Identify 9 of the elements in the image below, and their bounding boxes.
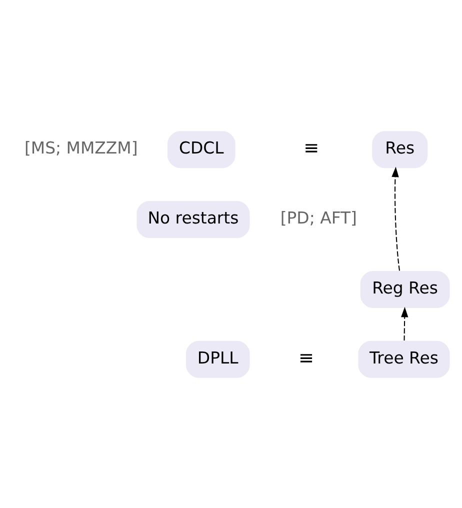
arrow [391,166,400,270]
node-box: Tree Res [358,340,450,378]
arrow [400,306,408,340]
label: ≡ [303,138,319,159]
node-label: [PD; AFT] [280,208,356,227]
label: ≡ [298,347,314,368]
node-label: [MS; MMZZM] [24,138,138,158]
node-box: Reg Res [360,270,450,308]
node-box: Res [372,130,428,168]
